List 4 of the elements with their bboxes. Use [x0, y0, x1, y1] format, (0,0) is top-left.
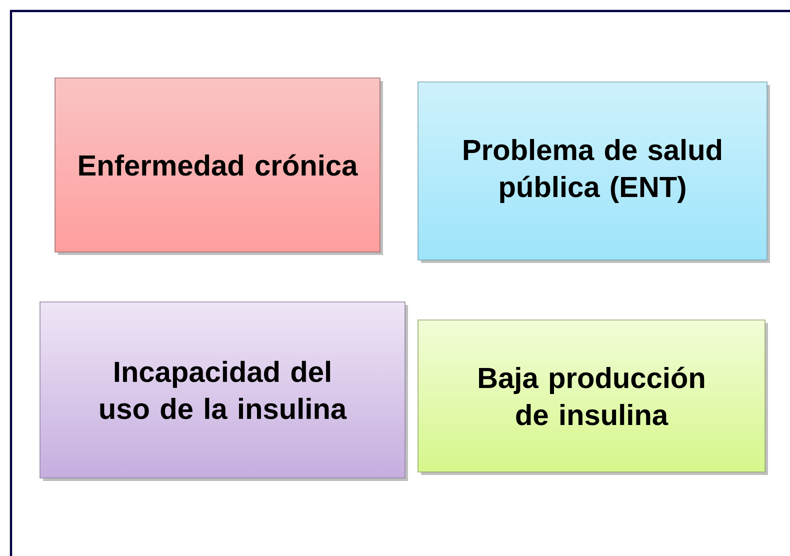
text-box: Problema de salud pública (ENT)	[418, 82, 770, 263]
text-box: Enfermedad crónica	[54, 78, 383, 255]
text-box: Incapacidad del uso de la insulina	[40, 302, 408, 481]
text-box: Baja producción de insulina	[418, 320, 768, 475]
